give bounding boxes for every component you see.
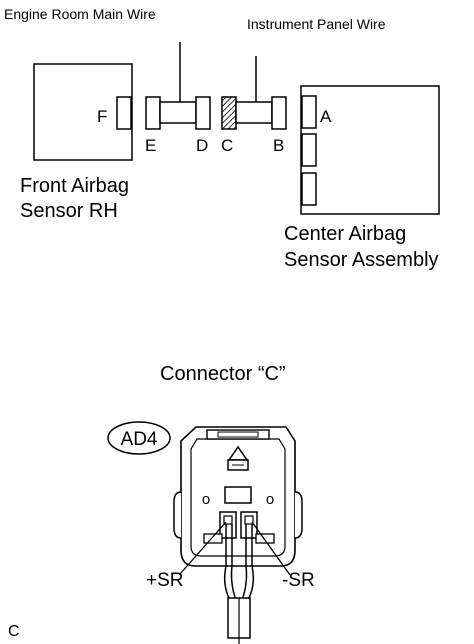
connector-d-label: D [196,136,208,155]
center-sensor-label-line2: Sensor Assembly [284,249,439,271]
pin-minus-label: -SR [282,570,315,591]
center-airbag-sensor-box [300,85,440,215]
center-sensor-connector-3 [301,172,317,206]
connector-a-label: A [320,107,332,126]
wire-right-2 [247,524,255,601]
center-key [224,486,252,504]
connector-f-label: F [97,107,107,126]
latch-left [203,533,223,544]
pin-mark-left: o [202,491,210,508]
connector-b-block [271,96,287,130]
connector-e-block [145,96,161,130]
connector-b-label: B [273,136,284,155]
connector-code-label: AD4 [121,429,158,450]
connector-housing-inner [190,438,286,557]
terminal-left-inner [223,515,233,525]
connector-c-block [221,96,237,130]
engine-room-wire-label: Engine Room Main Wire [4,6,156,22]
corner-label: C [8,623,20,640]
housing-left-bump [173,491,182,539]
wire-left [223,524,231,601]
instrument-panel-wire-label: Instrument Panel Wire [247,16,386,32]
wire-right [241,524,248,601]
front-airbag-sensor-rh-box [33,63,133,161]
instrument-panel-harness [235,101,273,124]
connector-view-title: Connector “C” [160,363,286,385]
pin-minus-leader [251,521,291,576]
connector-f-block [116,96,132,130]
pin-plus-label: +SR [146,570,184,591]
housing-right-bump [294,491,303,539]
latch-right [255,533,275,544]
front-sensor-label-line2: Sensor RH [20,200,118,222]
lock-tab-slot [217,431,259,438]
connector-c-label: C [221,136,233,155]
connector-a-block [301,95,317,129]
center-sensor-connector-2 [301,133,317,167]
pin-mark-right: o [266,491,274,508]
connector-e-label: E [145,136,156,155]
connector-code-oval [107,421,171,455]
wire-left-2 [230,524,237,601]
connector-d-block [195,96,211,130]
engine-room-harness [159,101,197,124]
terminal-right-inner [244,515,254,525]
pin-plus-leader [179,521,227,575]
front-sensor-label-line1: Front Airbag [20,175,129,197]
center-sensor-label-line1: Center Airbag [284,223,406,245]
